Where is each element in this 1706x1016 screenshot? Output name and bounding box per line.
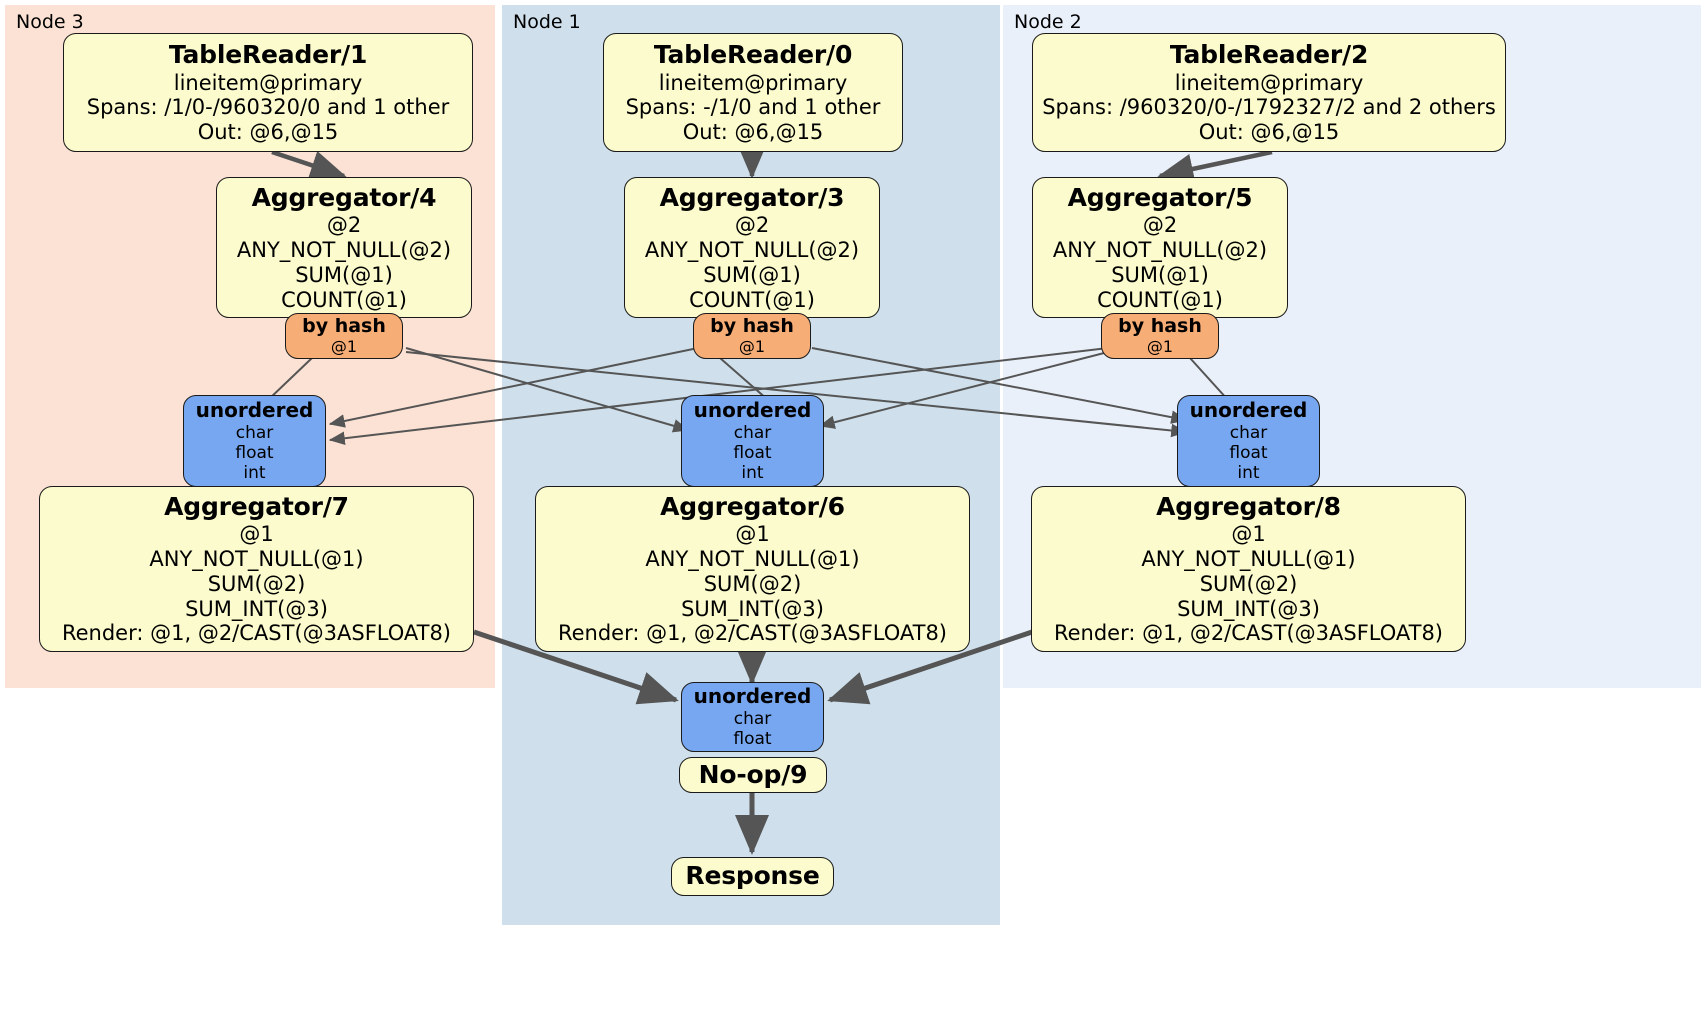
processor-detail-line: Out: @6,@15 xyxy=(197,120,339,145)
processor-title: Aggregator/5 xyxy=(1067,182,1253,212)
processor-detail-line: ANY_NOT_NULL(@1) xyxy=(149,547,364,572)
synchronizer-type-line: char xyxy=(235,422,274,443)
processor-detail-line: SUM_INT(@3) xyxy=(681,596,824,621)
synchronizer-type-line: float xyxy=(733,728,772,749)
synchronizer-unordered-node-3[interactable]: unordered char float int xyxy=(183,395,326,487)
synchronizer-type-line: float xyxy=(1229,442,1268,463)
processor-detail-line: COUNT(@1) xyxy=(689,287,815,312)
region-node-2-label: Node 2 xyxy=(1014,11,1082,33)
synchronizer-type-line: float xyxy=(235,442,274,463)
processor-response[interactable]: Response xyxy=(671,857,834,896)
processor-detail-line: SUM(@2) xyxy=(1199,571,1298,596)
processor-title: Aggregator/4 xyxy=(251,182,437,212)
processor-detail-line: ANY_NOT_NULL(@1) xyxy=(645,547,860,572)
synchronizer-type-line: int xyxy=(1237,462,1260,483)
processor-detail-line: Out: @6,@15 xyxy=(682,120,824,145)
router-by-hash-node-1[interactable]: by hash @1 xyxy=(693,313,811,359)
processor-detail-line: COUNT(@1) xyxy=(281,287,407,312)
processor-detail-line: @1 xyxy=(1231,522,1266,547)
synchronizer-unordered-node-2[interactable]: unordered char float int xyxy=(1177,395,1320,487)
processor-detail-line: ANY_NOT_NULL(@2) xyxy=(1052,237,1268,262)
router-by-hash-node-3[interactable]: by hash @1 xyxy=(285,313,403,359)
processor-detail-line: Spans: /960320/0-/1792327/2 and 2 others xyxy=(1042,95,1496,120)
synchronizer-type-line: int xyxy=(243,462,266,483)
synchronizer-type-line: char xyxy=(1229,422,1268,443)
processor-detail-line: @2 xyxy=(734,213,770,238)
processor-detail-line: SUM(@2) xyxy=(207,571,306,596)
processor-detail-line: SUM(@2) xyxy=(703,571,802,596)
processor-tablereader-0[interactable]: TableReader/0 lineitem@primary Spans: -/… xyxy=(603,33,903,152)
processor-detail-line: Spans: /1/0-/960320/0 and 1 other xyxy=(86,95,450,120)
processor-detail-line: @2 xyxy=(1142,213,1178,238)
synchronizer-type-line: char xyxy=(733,422,772,443)
processor-title: Aggregator/3 xyxy=(659,182,845,212)
processor-detail-line: COUNT(@1) xyxy=(1097,287,1223,312)
processor-detail-line: SUM(@1) xyxy=(1111,262,1209,287)
synchronizer-unordered-final[interactable]: unordered char float xyxy=(681,682,824,752)
processor-detail-line: Spans: -/1/0 and 1 other xyxy=(625,95,881,120)
synchronizer-unordered-node-1[interactable]: unordered char float int xyxy=(681,395,824,487)
router-title: by hash xyxy=(710,315,794,338)
processor-detail-line: Out: @6,@15 xyxy=(1198,120,1340,145)
processor-detail-line: ANY_NOT_NULL(@1) xyxy=(1141,547,1356,572)
processor-title: Aggregator/8 xyxy=(1156,491,1341,521)
processor-detail-line: lineitem@primary xyxy=(1174,70,1364,95)
processor-tablereader-2[interactable]: TableReader/2 lineitem@primary Spans: /9… xyxy=(1032,33,1506,152)
processor-detail-line: SUM(@1) xyxy=(295,262,393,287)
synchronizer-title: unordered xyxy=(195,398,314,423)
processor-noop-9[interactable]: No-op/9 xyxy=(679,757,827,793)
processor-aggregator-4[interactable]: Aggregator/4 @2 ANY_NOT_NULL(@2) SUM(@1)… xyxy=(216,177,472,318)
router-detail-line: @1 xyxy=(1146,336,1174,356)
processor-render-line: Render: @1, @2/CAST(@3ASFLOAT8) xyxy=(61,621,452,646)
processor-aggregator-7[interactable]: Aggregator/7 @1 ANY_NOT_NULL(@1) SUM(@2)… xyxy=(39,486,474,652)
processor-detail-line: SUM(@1) xyxy=(703,262,801,287)
processor-tablereader-1[interactable]: TableReader/1 lineitem@primary Spans: /1… xyxy=(63,33,473,152)
processor-title: Aggregator/7 xyxy=(164,491,349,521)
processor-render-line: Render: @1, @2/CAST(@3ASFLOAT8) xyxy=(1053,621,1444,646)
processor-aggregator-8[interactable]: Aggregator/8 @1 ANY_NOT_NULL(@1) SUM(@2)… xyxy=(1031,486,1466,652)
synchronizer-type-line: int xyxy=(741,462,764,483)
router-by-hash-node-2[interactable]: by hash @1 xyxy=(1101,313,1219,359)
processor-title: TableReader/0 xyxy=(653,40,853,70)
processor-aggregator-5[interactable]: Aggregator/5 @2 ANY_NOT_NULL(@2) SUM(@1)… xyxy=(1032,177,1288,318)
processor-detail-line: SUM_INT(@3) xyxy=(1177,596,1320,621)
processor-title: TableReader/1 xyxy=(168,40,368,70)
synchronizer-type-line: char xyxy=(733,708,772,729)
synchronizer-title: unordered xyxy=(693,398,812,423)
router-detail-line: @1 xyxy=(330,336,358,356)
synchronizer-type-line: float xyxy=(733,442,772,463)
region-node-3-label: Node 3 xyxy=(16,11,84,33)
synchronizer-title: unordered xyxy=(693,684,812,709)
processor-detail-line: @1 xyxy=(735,522,770,547)
processor-detail-line: @1 xyxy=(239,522,274,547)
processor-detail-line: ANY_NOT_NULL(@2) xyxy=(644,237,860,262)
synchronizer-title: unordered xyxy=(1189,398,1308,423)
processor-aggregator-3[interactable]: Aggregator/3 @2 ANY_NOT_NULL(@2) SUM(@1)… xyxy=(624,177,880,318)
processor-detail-line: lineitem@primary xyxy=(658,70,848,95)
router-detail-line: @1 xyxy=(738,336,766,356)
processor-title: No-op/9 xyxy=(698,759,808,789)
processor-detail-line: @2 xyxy=(326,213,362,238)
region-node-1-label: Node 1 xyxy=(513,11,581,33)
processor-aggregator-6[interactable]: Aggregator/6 @1 ANY_NOT_NULL(@1) SUM(@2)… xyxy=(535,486,970,652)
router-title: by hash xyxy=(1118,315,1202,338)
processor-title: Response xyxy=(685,861,820,891)
processor-detail-line: lineitem@primary xyxy=(173,70,363,95)
processor-title: Aggregator/6 xyxy=(660,491,845,521)
processor-detail-line: SUM_INT(@3) xyxy=(185,596,328,621)
processor-title: TableReader/2 xyxy=(1169,40,1369,70)
processor-render-line: Render: @1, @2/CAST(@3ASFLOAT8) xyxy=(557,621,948,646)
processor-detail-line: ANY_NOT_NULL(@2) xyxy=(236,237,452,262)
router-title: by hash xyxy=(302,315,386,338)
